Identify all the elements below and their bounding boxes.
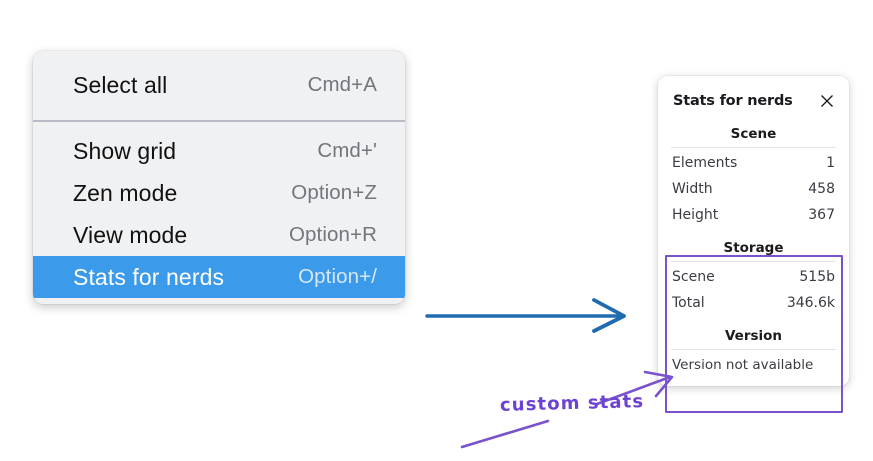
section-divider <box>671 349 836 350</box>
stats-panel-header: Stats for nerds <box>658 88 849 114</box>
menu-item-stats-for-nerds[interactable]: Stats for nerds Option+/ <box>33 256 405 298</box>
menu-item-shortcut: Option+/ <box>298 265 377 288</box>
menu-item-label: Show grid <box>73 137 177 164</box>
menu-item-shortcut: Cmd+A <box>307 73 377 96</box>
stats-row-value: 1 <box>826 155 835 171</box>
custom-stats-annotation-label: custom stats <box>499 391 645 416</box>
close-icon[interactable] <box>819 93 835 109</box>
stats-row: Height 367 <box>671 202 836 228</box>
stats-row-value: 515b <box>799 269 835 285</box>
menu-item-show-grid[interactable]: Show grid Cmd+' <box>33 130 405 172</box>
menu-item-label: Select all <box>73 71 168 98</box>
stats-row: Width 458 <box>671 176 836 202</box>
menu-item-label: Stats for nerds <box>73 263 225 290</box>
menu-item-view-mode[interactable]: View mode Option+R <box>33 214 405 256</box>
stats-section-title-storage: Storage <box>723 240 784 256</box>
stats-row-key: Scene <box>672 269 715 285</box>
menu-separator <box>33 120 405 122</box>
stats-row: Scene 515b <box>671 264 836 290</box>
purple-underline-stroke <box>460 419 550 449</box>
stats-row-key: Elements <box>672 155 738 171</box>
menu-item-label: View mode <box>73 221 188 248</box>
stats-row-key: Height <box>672 207 719 223</box>
section-divider <box>671 147 836 148</box>
stats-row: Total 346.6k <box>671 290 836 316</box>
menu-item-label: Zen mode <box>73 179 178 206</box>
section-divider <box>671 261 836 262</box>
stats-row-value: 458 <box>808 181 835 197</box>
stats-row-value: 367 <box>808 207 835 223</box>
stats-section-title-scene: Scene <box>730 126 777 142</box>
menu-item-zen-mode[interactable]: Zen mode Option+Z <box>33 172 405 214</box>
stats-panel-body: Scene Elements 1 Width 458 Height 367 St… <box>658 114 849 375</box>
menu-item-shortcut: Option+R <box>289 223 377 246</box>
menu-item-shortcut: Option+Z <box>291 181 377 204</box>
stats-version-note: Version not available <box>672 357 814 373</box>
stats-for-nerds-panel: Stats for nerds Scene Elements 1 Width 4… <box>658 76 849 386</box>
stats-row: Elements 1 <box>671 150 836 176</box>
stats-row-key: Width <box>672 181 713 197</box>
context-menu-group-1: Select all Cmd+A <box>33 57 405 113</box>
blue-arrow-annotation <box>425 298 626 333</box>
context-menu-group-2: Show grid Cmd+' Zen mode Option+Z View m… <box>33 130 405 298</box>
menu-item-shortcut: Cmd+' <box>317 139 377 162</box>
stats-section-title-version: Version <box>724 328 783 344</box>
stats-row-key: Total <box>672 295 705 311</box>
stats-panel-title: Stats for nerds <box>673 93 793 109</box>
context-menu[interactable]: Select all Cmd+A Show grid Cmd+' Zen mod… <box>33 51 405 304</box>
stats-row-value: 346.6k <box>786 295 835 311</box>
menu-item-select-all[interactable]: Select all Cmd+A <box>33 57 405 113</box>
